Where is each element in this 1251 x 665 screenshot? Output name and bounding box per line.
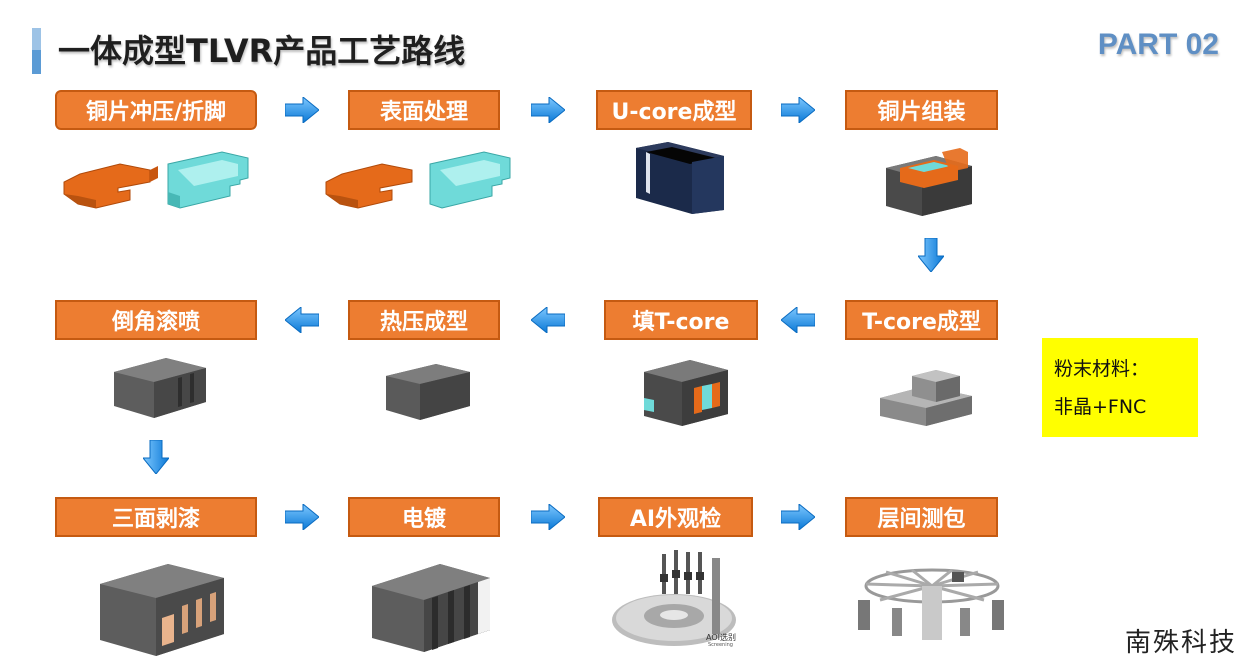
fill-t-core-image	[644, 360, 728, 426]
step-u-core-forming: U-core成型	[596, 90, 752, 130]
material-note: 粉末材料： 非晶+FNC	[1042, 338, 1198, 437]
step-t-core-forming: T-core成型	[845, 300, 998, 340]
material-note-line2: 非晶+FNC	[1054, 396, 1147, 418]
arrow-right-icon	[285, 97, 319, 123]
chamfer-spray-image	[114, 358, 206, 418]
title-accent-bar	[32, 28, 41, 74]
stripped-chip-image	[100, 564, 224, 656]
page-title: 一体成型TLVR产品工艺路线	[58, 32, 466, 70]
hot-press-image	[386, 364, 470, 420]
step-fill-t-core: 填T-core	[604, 300, 758, 340]
step-chamfer-spray: 倒角滚喷	[55, 300, 257, 340]
step-electroplating: 电镀	[348, 497, 500, 537]
arrow-right-icon	[285, 504, 319, 530]
step-surface-treatment: 表面处理	[348, 90, 500, 130]
u-core-image	[636, 142, 724, 214]
layer-test-machine-image	[858, 568, 1004, 640]
t-core-image	[880, 370, 972, 426]
title-accent-bar-top	[32, 28, 41, 50]
step-three-side-strip: 三面剥漆	[55, 497, 257, 537]
arrow-down-icon	[918, 238, 944, 272]
aoi-label: AOI选别	[706, 633, 736, 642]
aoi-machine-image	[612, 550, 736, 646]
copper-assembly-image	[886, 148, 972, 216]
aoi-sublabel: Screening	[708, 642, 733, 648]
part-label: PART 02	[1097, 28, 1219, 61]
plated-chip-image	[372, 564, 490, 652]
material-note-line1: 粉末材料：	[1054, 358, 1150, 380]
step-copper-stamping: 铜片冲压/折脚	[55, 90, 257, 130]
step-hot-press: 热压成型	[348, 300, 500, 340]
arrow-right-icon	[531, 97, 565, 123]
arrow-down-icon	[143, 440, 169, 474]
arrow-right-icon	[781, 97, 815, 123]
copper-clip-image	[63, 151, 249, 209]
brand-text: 南殊科技	[1124, 628, 1237, 658]
step-layer-test: 层间测包	[845, 497, 998, 537]
arrow-right-icon	[781, 504, 815, 530]
arrow-left-icon	[781, 307, 815, 333]
arrow-left-icon	[285, 307, 319, 333]
arrow-left-icon	[531, 307, 565, 333]
arrow-right-icon	[531, 504, 565, 530]
step-ai-inspection: AI外观检	[598, 497, 753, 537]
treated-copper-image	[325, 151, 511, 209]
step-copper-assembly: 铜片组装	[845, 90, 998, 130]
